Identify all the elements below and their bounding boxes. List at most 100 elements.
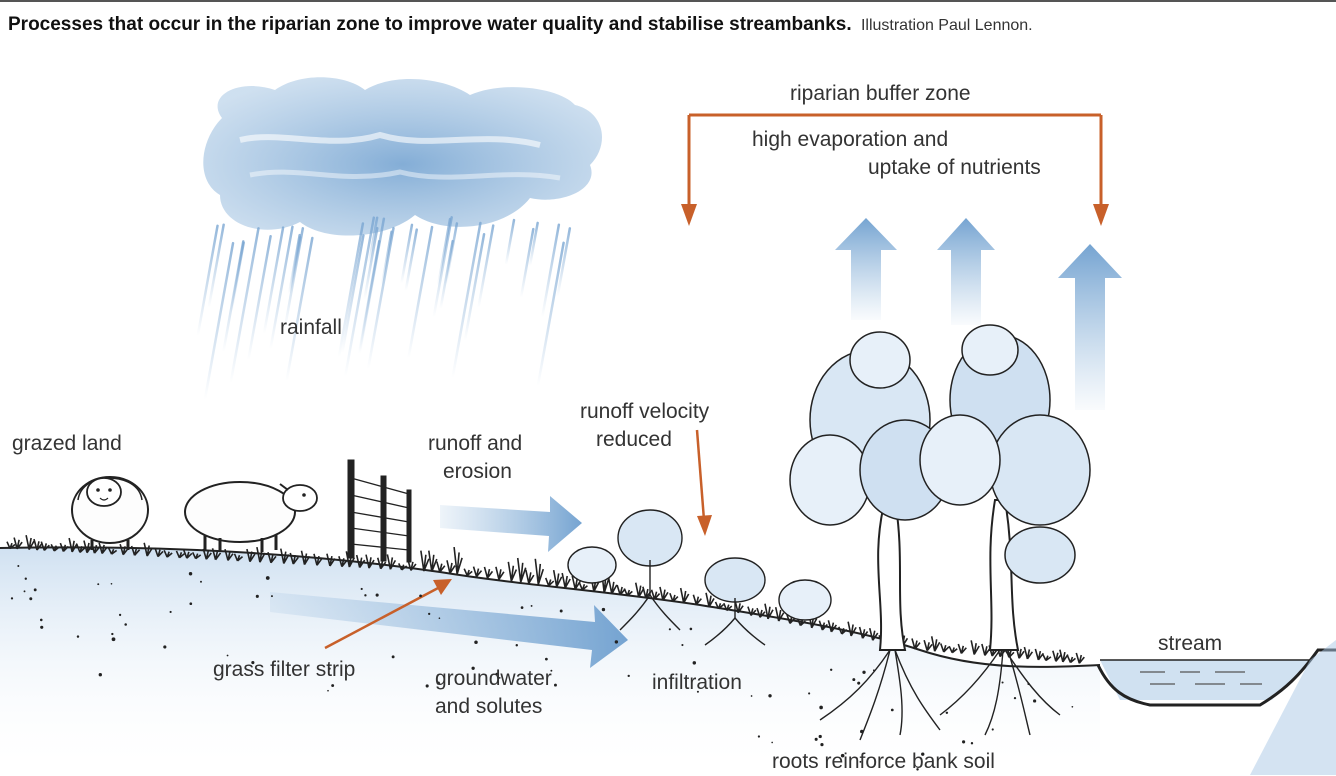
rain-streak	[337, 222, 365, 359]
grass-blade	[25, 534, 35, 550]
soil-speckle	[544, 657, 548, 661]
soil-speckle	[945, 711, 949, 715]
soil-speckle	[1001, 681, 1004, 684]
grass-blade	[525, 569, 535, 584]
grass-blade	[428, 550, 438, 572]
grass-blade	[868, 628, 879, 641]
label-riparian-buffer-zone: riparian buffer zone	[790, 82, 971, 105]
grass-blade	[679, 587, 690, 604]
grass-blade	[211, 548, 222, 561]
grass-blade	[313, 553, 323, 566]
grass-blade	[463, 568, 473, 577]
grass-blade	[939, 643, 950, 653]
riparian-bracket	[687, 113, 1103, 212]
rain-streak	[404, 228, 418, 293]
rain-streak	[207, 223, 225, 309]
soil-speckle	[1013, 696, 1017, 700]
soil-speckle	[327, 689, 329, 692]
soil-speckle	[1027, 682, 1030, 686]
rain-streak	[536, 241, 565, 388]
soil-speckle	[970, 742, 974, 745]
grass-blade	[659, 586, 669, 601]
grass-blade	[578, 582, 588, 591]
shrubs	[567, 509, 832, 621]
soil-speckle	[859, 760, 862, 763]
soil-speckle	[872, 669, 875, 672]
rain-streak	[380, 230, 393, 287]
soil-speckle	[111, 637, 116, 642]
cloud	[203, 77, 602, 236]
rain-streak	[229, 227, 260, 385]
soil-speckle	[188, 571, 193, 576]
grass-blade	[365, 554, 375, 569]
figure-caption: Processes that occur in the riparian zon…	[8, 14, 1033, 36]
soil-speckle	[124, 623, 127, 626]
grass-blade	[50, 543, 60, 552]
grass-blade	[669, 592, 679, 603]
soil-speckle	[200, 580, 202, 583]
soil-speckle	[991, 728, 994, 731]
rain-streak	[366, 226, 395, 371]
grass-blade	[911, 638, 921, 650]
grass-blade	[453, 546, 463, 575]
grass-tufts	[6, 534, 1085, 664]
soil-speckle	[1071, 705, 1074, 708]
soil-speckle	[40, 625, 44, 629]
label-rainfall: rainfall	[280, 316, 342, 339]
grass-blade	[1042, 654, 1052, 662]
soil-speckle	[97, 583, 100, 586]
runoff-arrow	[440, 496, 582, 552]
grass-blade	[756, 607, 766, 618]
soil-speckle	[428, 612, 431, 616]
soil-speckle	[530, 604, 533, 607]
soil-speckle	[520, 606, 524, 609]
soil-speckle	[614, 640, 619, 644]
rain-streak	[230, 241, 245, 313]
grass-blade	[957, 643, 967, 654]
sheep-side	[184, 481, 318, 552]
grass-blade	[1052, 650, 1062, 662]
grass-blade	[246, 548, 256, 563]
grass-blade	[13, 537, 23, 550]
grass-blade	[723, 602, 733, 612]
rain-streak	[203, 241, 235, 401]
soil-speckle	[189, 602, 193, 606]
grass-blade	[33, 538, 43, 551]
grass-blade	[256, 546, 266, 563]
rain-streak	[358, 217, 386, 356]
soil-speckle	[364, 594, 367, 597]
label-runoff-erosion-line1: runoff and	[428, 432, 523, 455]
soil-speckle	[251, 661, 255, 665]
soil-speckle	[391, 655, 395, 659]
soil-speckle	[757, 735, 761, 738]
runoff-velocity-pointer	[695, 429, 706, 521]
rain-streak	[540, 223, 561, 319]
grass-blade	[1066, 655, 1076, 664]
sheep-front	[71, 476, 149, 550]
grass-blade	[338, 556, 348, 568]
label-groundwater-line2: and solutes	[435, 695, 543, 718]
soil-speckle	[819, 705, 823, 710]
soil-speckle	[29, 597, 33, 601]
grass-blade	[692, 594, 702, 606]
caption-credit: Illustration Paul Lennon.	[860, 17, 1033, 34]
grass-blade	[233, 553, 244, 562]
grass-blade	[705, 592, 715, 608]
soil-speckle	[554, 683, 557, 687]
soil-speckle	[1033, 699, 1037, 703]
soil-speckle	[771, 741, 773, 744]
grass-blade	[436, 561, 446, 573]
label-groundwater-line1: groundwater	[435, 667, 552, 690]
soil-speckle	[23, 590, 26, 593]
grass-blade	[1075, 652, 1085, 664]
rain-streak	[439, 239, 454, 310]
grass-blade	[143, 542, 153, 557]
grass-blade	[516, 557, 527, 583]
grass-blade	[267, 551, 277, 564]
grass-blade	[930, 636, 941, 652]
grass-blade	[1034, 648, 1045, 661]
bracket-arrowhead-left	[681, 204, 697, 226]
grass-blade	[326, 553, 336, 567]
label-roots: roots reinforce bank soil	[772, 750, 995, 773]
grass-blade	[202, 548, 212, 560]
